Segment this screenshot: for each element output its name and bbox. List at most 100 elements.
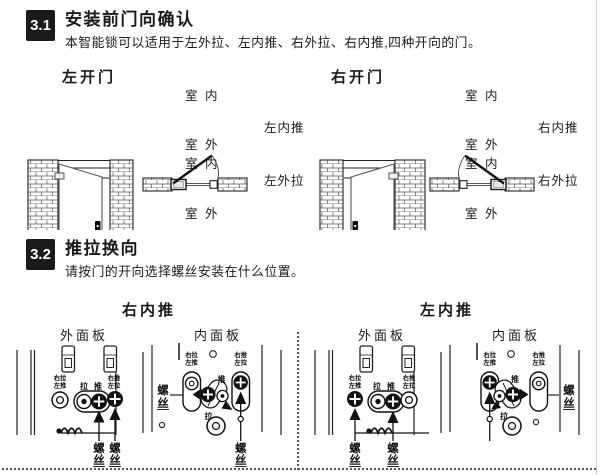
mark-label: 左拉: [108, 381, 121, 390]
section-title: 推拉换向: [65, 239, 139, 258]
screw-label: 丝: [235, 453, 247, 467]
latch-keeper: [359, 345, 374, 373]
mark-label: 拉: [205, 411, 213, 421]
section-description: 请按门的开向选择螺丝安装在什么位置。: [65, 264, 305, 279]
door-open: [172, 154, 213, 185]
mark-label: 左推: [483, 358, 496, 367]
right-door-title: 右开门: [331, 69, 386, 86]
door-leaf: [350, 163, 395, 230]
mark-label: 推: [94, 381, 102, 391]
left-door-title: 左开门: [62, 69, 117, 86]
mark-label: 右拉: [54, 373, 67, 382]
mark-label: 左拉: [403, 381, 416, 390]
spring: [60, 427, 83, 436]
latch-keeper: [401, 345, 416, 373]
panel-edge-lines: [314, 345, 580, 435]
screw-label: 螺: [235, 441, 247, 455]
arrow-up: [109, 408, 121, 420]
bottom-dotted-divider: [2, 468, 596, 470]
section-title: 安装前门向确认: [65, 10, 195, 29]
pointer-flag: [491, 400, 501, 410]
inner-panel-label: 内面板: [492, 328, 541, 343]
mark-label: 右拉: [483, 350, 496, 359]
pointer-flag: [221, 400, 233, 410]
brick-wall: [109, 159, 134, 230]
mark-label: 推: [218, 374, 226, 384]
brick-wall: [27, 159, 59, 230]
arrow-up: [387, 411, 399, 423]
left-door-front-view: [27, 159, 134, 230]
mark-label: 右拉: [349, 373, 362, 382]
screw-label: 丝: [349, 453, 361, 467]
page-right-border: [596, 0, 597, 475]
direction-label-right-inward: 右内推: [538, 121, 579, 135]
strike-plate: [209, 180, 218, 189]
screw-label: 丝: [109, 453, 121, 467]
spring: [370, 427, 393, 436]
section-number-badge: 3.1: [26, 10, 55, 41]
section-3-1-header: 3.1 安装前门向确认 本智能锁可以适用于左外拉、左内推、右外拉、右内推,四种开…: [26, 10, 481, 51]
mark-label: 拉: [80, 381, 88, 391]
outdoor-label: 室 外: [465, 207, 500, 221]
arrow-up: [349, 408, 361, 420]
swing-arc: [212, 155, 219, 182]
screw-label: 螺: [157, 383, 169, 397]
mark-label: 右拉: [185, 350, 198, 359]
hinge: [54, 172, 65, 180]
mark-label: 左拉: [234, 358, 247, 367]
screw-label: 螺: [109, 441, 121, 455]
door-leaf: [58, 163, 103, 230]
spring-end: [366, 428, 372, 434]
block-title-left-inward: 左内推: [419, 302, 474, 319]
arrow-right: [519, 388, 529, 401]
outdoor-label: 室 外: [185, 138, 220, 152]
mark-label: 左拉: [532, 358, 545, 367]
screw-label: 丝: [157, 396, 169, 410]
arrow-up: [484, 391, 496, 404]
screw-position-diagram: 右拉 左推 拉 推 右推 左拉 螺 丝 螺 丝 螺 丝 右拉: [16, 343, 580, 467]
direction-label-left-outward: 左外拉: [264, 174, 305, 188]
section-description: 本智能锁可以适用于左外拉、左内推、右外拉、右内推,四种开向的门。: [65, 35, 482, 50]
mark-label: 右推: [234, 350, 247, 359]
screw-label: 丝: [387, 453, 399, 467]
mark-label: 推: [387, 381, 395, 391]
section-3-2-header: 3.2 推拉换向 请按门的开向选择螺丝安装在什么位置。: [26, 239, 304, 280]
latch-keeper: [61, 345, 76, 373]
mark-label: 左推: [185, 358, 198, 367]
mark-label: 右推: [108, 373, 121, 382]
right-door-front-view: [319, 159, 426, 230]
block-title-right-inward: 右内推: [121, 302, 176, 319]
outer-panel-label: 外面板: [358, 328, 407, 343]
screw-label: 螺: [563, 383, 575, 397]
screw-label: 螺: [349, 441, 361, 455]
indoor-label: 室 内: [185, 89, 220, 103]
door-direction-diagram: [27, 154, 535, 230]
indoor-label: 室 内: [465, 89, 500, 103]
direction-label-right-outward: 右外拉: [538, 174, 579, 188]
section-number-badge: 3.2: [26, 239, 55, 270]
mark-label: 右推: [532, 350, 545, 359]
mark-label: 左推: [54, 381, 67, 390]
latch-keeper: [103, 345, 118, 373]
swing-arc: [458, 155, 465, 182]
spring-end: [56, 428, 62, 434]
door-closed: [186, 183, 211, 186]
inner-panel-label: 内面板: [194, 328, 243, 343]
outdoor-label: 室 外: [465, 138, 500, 152]
mark-label: 推: [511, 374, 519, 384]
arrow-up: [235, 391, 247, 404]
direction-label-left-inward: 左内推: [264, 121, 305, 135]
mark-label: 左推: [349, 381, 362, 390]
door-open: [464, 154, 505, 185]
screw-label: 螺: [387, 441, 399, 455]
outer-panel-label: 外面板: [60, 328, 109, 343]
brick-wall: [394, 159, 426, 230]
mark-label: 拉: [373, 381, 381, 391]
mark-label: 右推: [403, 373, 416, 382]
mark-label: 拉: [500, 411, 508, 421]
center-dotted-divider: [297, 332, 299, 470]
screw-label: 螺: [93, 441, 105, 455]
screw-label: 丝: [563, 396, 575, 410]
brick-wall: [319, 159, 344, 230]
